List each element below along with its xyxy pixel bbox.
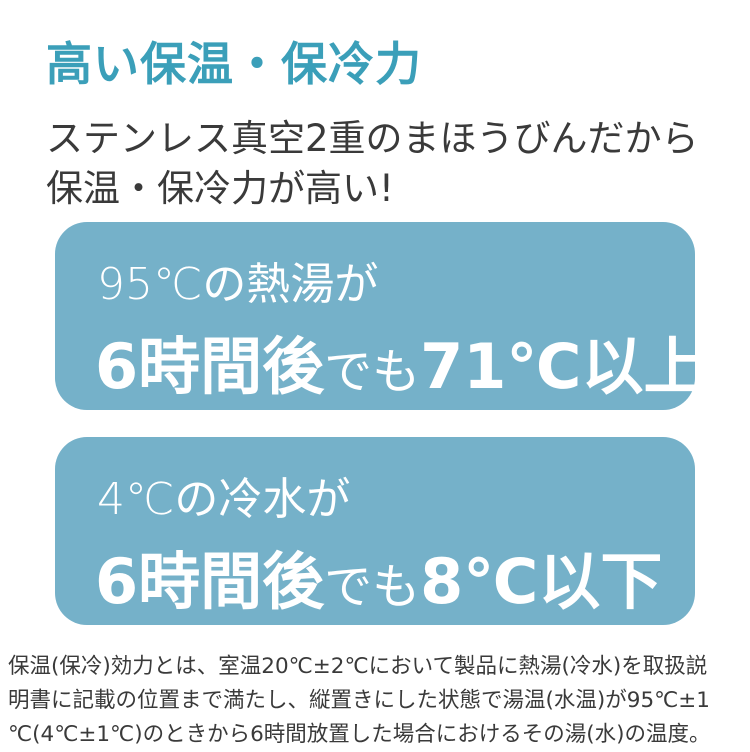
cold-box-line2: 6時間後でも8℃以下 bbox=[95, 531, 662, 621]
hot-box-temperature: 71℃以上 bbox=[420, 330, 706, 403]
subtitle-line-1: ステンレス真空2重のまほうびんだから bbox=[46, 117, 699, 160]
hot-box-connector: でも bbox=[324, 344, 421, 400]
subtitle-line-2: 保温・保冷力が高い! bbox=[46, 167, 394, 210]
hot-box-line1: 95℃の熱湯が bbox=[97, 259, 379, 310]
cold-box-time: 6時間後 bbox=[95, 545, 325, 618]
hot-box-line2: 6時間後でも71℃以上 bbox=[95, 316, 706, 406]
footnote-line: ℃(4℃±1℃)のときから6時間放置した場合におけるその湯(水)の温度。 bbox=[8, 722, 711, 747]
hot-box-time: 6時間後 bbox=[95, 330, 325, 403]
footnote: 保温(保冷)効力とは、室温20℃±2℃において製品に熱湯(冷水)を取扱説 明書に… bbox=[8, 650, 748, 752]
cold-box-connector: でも bbox=[324, 559, 421, 615]
hot-water-box: 95℃の熱湯が 6時間後でも71℃以上 bbox=[55, 222, 706, 410]
page-title: 高い保温・保冷力 bbox=[46, 37, 422, 91]
cold-box-line1: 4℃の冷水が bbox=[97, 474, 351, 525]
cold-water-box: 4℃の冷水が 6時間後でも8℃以下 bbox=[55, 437, 695, 625]
footnote-line: 明書に記載の位置まで満たし、縦置きにした状態で湯温(水温)が95℃±1 bbox=[8, 688, 710, 713]
footnote-line: 保温(保冷)効力とは、室温20℃±2℃において製品に熱湯(冷水)を取扱説 bbox=[8, 654, 708, 679]
cold-box-temperature: 8℃以下 bbox=[420, 545, 663, 618]
